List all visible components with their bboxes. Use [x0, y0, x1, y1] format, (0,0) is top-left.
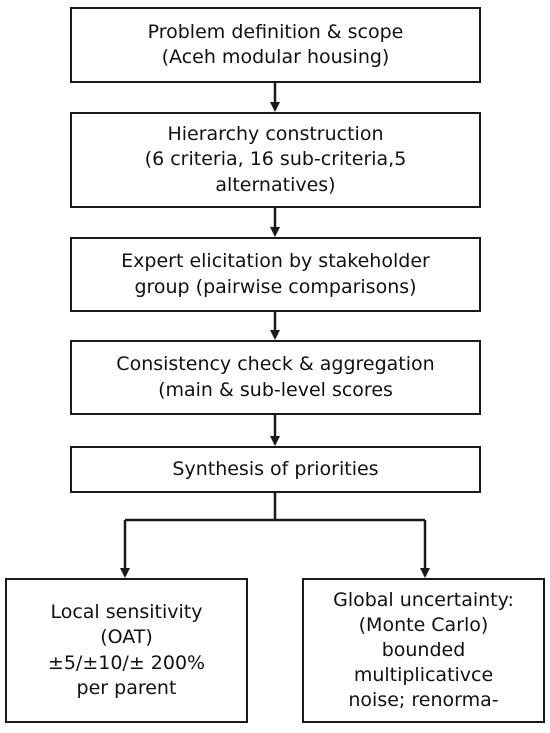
step-expert-elicitation: Expert elicitation by stakeholder group … — [70, 237, 481, 312]
step-local-line1: Local sensitivity — [50, 601, 203, 624]
step-problem-line1: Problem definition & scope — [147, 20, 404, 43]
step-global-line5: noise; renorma- — [348, 689, 499, 712]
step-hierarchy-line3: alternatives) — [215, 173, 336, 196]
step-hierarchy-line1: Hierarchy construction — [167, 123, 384, 146]
step-problem-definition: Problem definition & scope (Aceh modular… — [70, 7, 481, 83]
step-global-line1: Global uncertainty: — [333, 588, 514, 611]
step-consistency-line1: Consistency check & aggregation — [116, 353, 435, 376]
step-global-line3: bounded — [381, 638, 466, 661]
step-consistency-check: Consistency check & aggregation (main & … — [70, 340, 481, 415]
step-local-line4: per parent — [76, 676, 177, 699]
step-problem-line2: (Aceh modular housing) — [161, 46, 390, 68]
step-global-uncertainty: Global uncertainty: (Monte Carlo) bounde… — [302, 578, 545, 723]
step-local-line3: ±5/±10/± 200% — [47, 651, 206, 674]
step-elicitation-line2: group (pairwise comparisons) — [134, 275, 417, 298]
step-local-sensitivity: Local sensitivity (OAT) ±5/±10/± 200% pe… — [5, 578, 248, 723]
step-local-line2: (OAT) — [100, 626, 153, 649]
step-hierarchy-construction: Hierarchy construction (6 criteria, 16 s… — [70, 112, 481, 208]
step-hierarchy-line2: (6 criteria, 16 sub-criteria,5 — [144, 148, 407, 171]
step-synthesis: Synthesis of priorities — [70, 446, 481, 493]
step-consistency-line2: (main & sub-level scores — [158, 378, 393, 401]
step-global-line2: (Monte Carlo) — [358, 613, 489, 636]
step-global-line4: multiplicativce — [353, 664, 494, 687]
step-synthesis-line1: Synthesis of priorities — [172, 457, 379, 480]
step-elicitation-line1: Expert elicitation by stakeholder — [121, 250, 430, 273]
